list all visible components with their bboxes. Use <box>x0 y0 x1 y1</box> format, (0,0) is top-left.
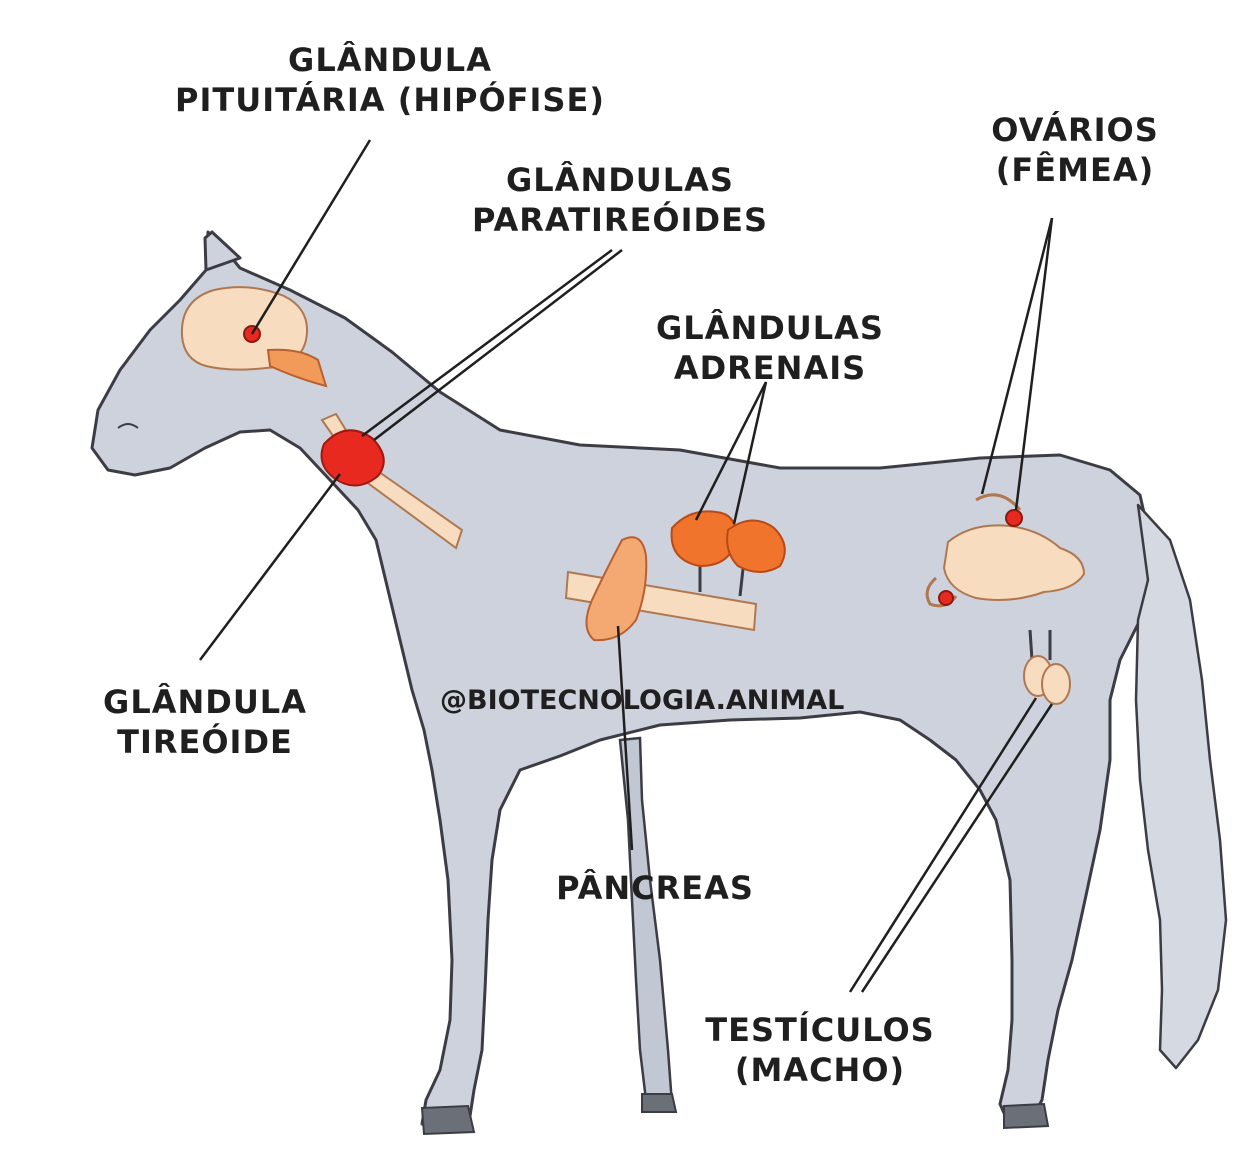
label-line: GLÂNDULA <box>130 40 650 80</box>
label-line: (MACHO) <box>650 1050 990 1090</box>
label-adrenal-glands: GLÂNDULAS ADRENAIS <box>610 308 930 388</box>
label-pituitary-gland: GLÂNDULA PITUITÁRIA (HIPÓFISE) <box>130 40 650 120</box>
label-ovaries: OVÁRIOS (FÊMEA) <box>940 110 1210 190</box>
label-line: GLÂNDULAS <box>430 160 810 200</box>
watermark-handle: @BIOTECNOLOGIA.ANIMAL <box>440 684 860 718</box>
label-line: PITUITÁRIA (HIPÓFISE) <box>130 80 650 120</box>
label-line: GLÂNDULA <box>55 682 355 722</box>
label-line: TIREÓIDE <box>55 722 355 762</box>
label-line: PARATIREÓIDES <box>430 200 810 240</box>
label-parathyroid-glands: GLÂNDULAS PARATIREÓIDES <box>430 160 810 240</box>
label-line: GLÂNDULAS <box>610 308 930 348</box>
leader-tireoide <box>200 474 340 660</box>
label-testicles: TESTÍCULOS (MACHO) <box>650 1010 990 1090</box>
label-line: (FÊMEA) <box>940 150 1210 190</box>
leader-paratireoides-1 <box>362 250 612 436</box>
label-pancreas: PÂNCREAS <box>510 868 800 908</box>
label-thyroid-gland: GLÂNDULA TIREÓIDE <box>55 682 355 762</box>
label-line: OVÁRIOS <box>940 110 1210 150</box>
leader-paratireoides-2 <box>374 250 622 440</box>
label-line: ADRENAIS <box>610 348 930 388</box>
label-line: TESTÍCULOS <box>650 1010 990 1050</box>
leader-ovarios-1 <box>982 218 1052 494</box>
label-line: PÂNCREAS <box>510 868 800 908</box>
